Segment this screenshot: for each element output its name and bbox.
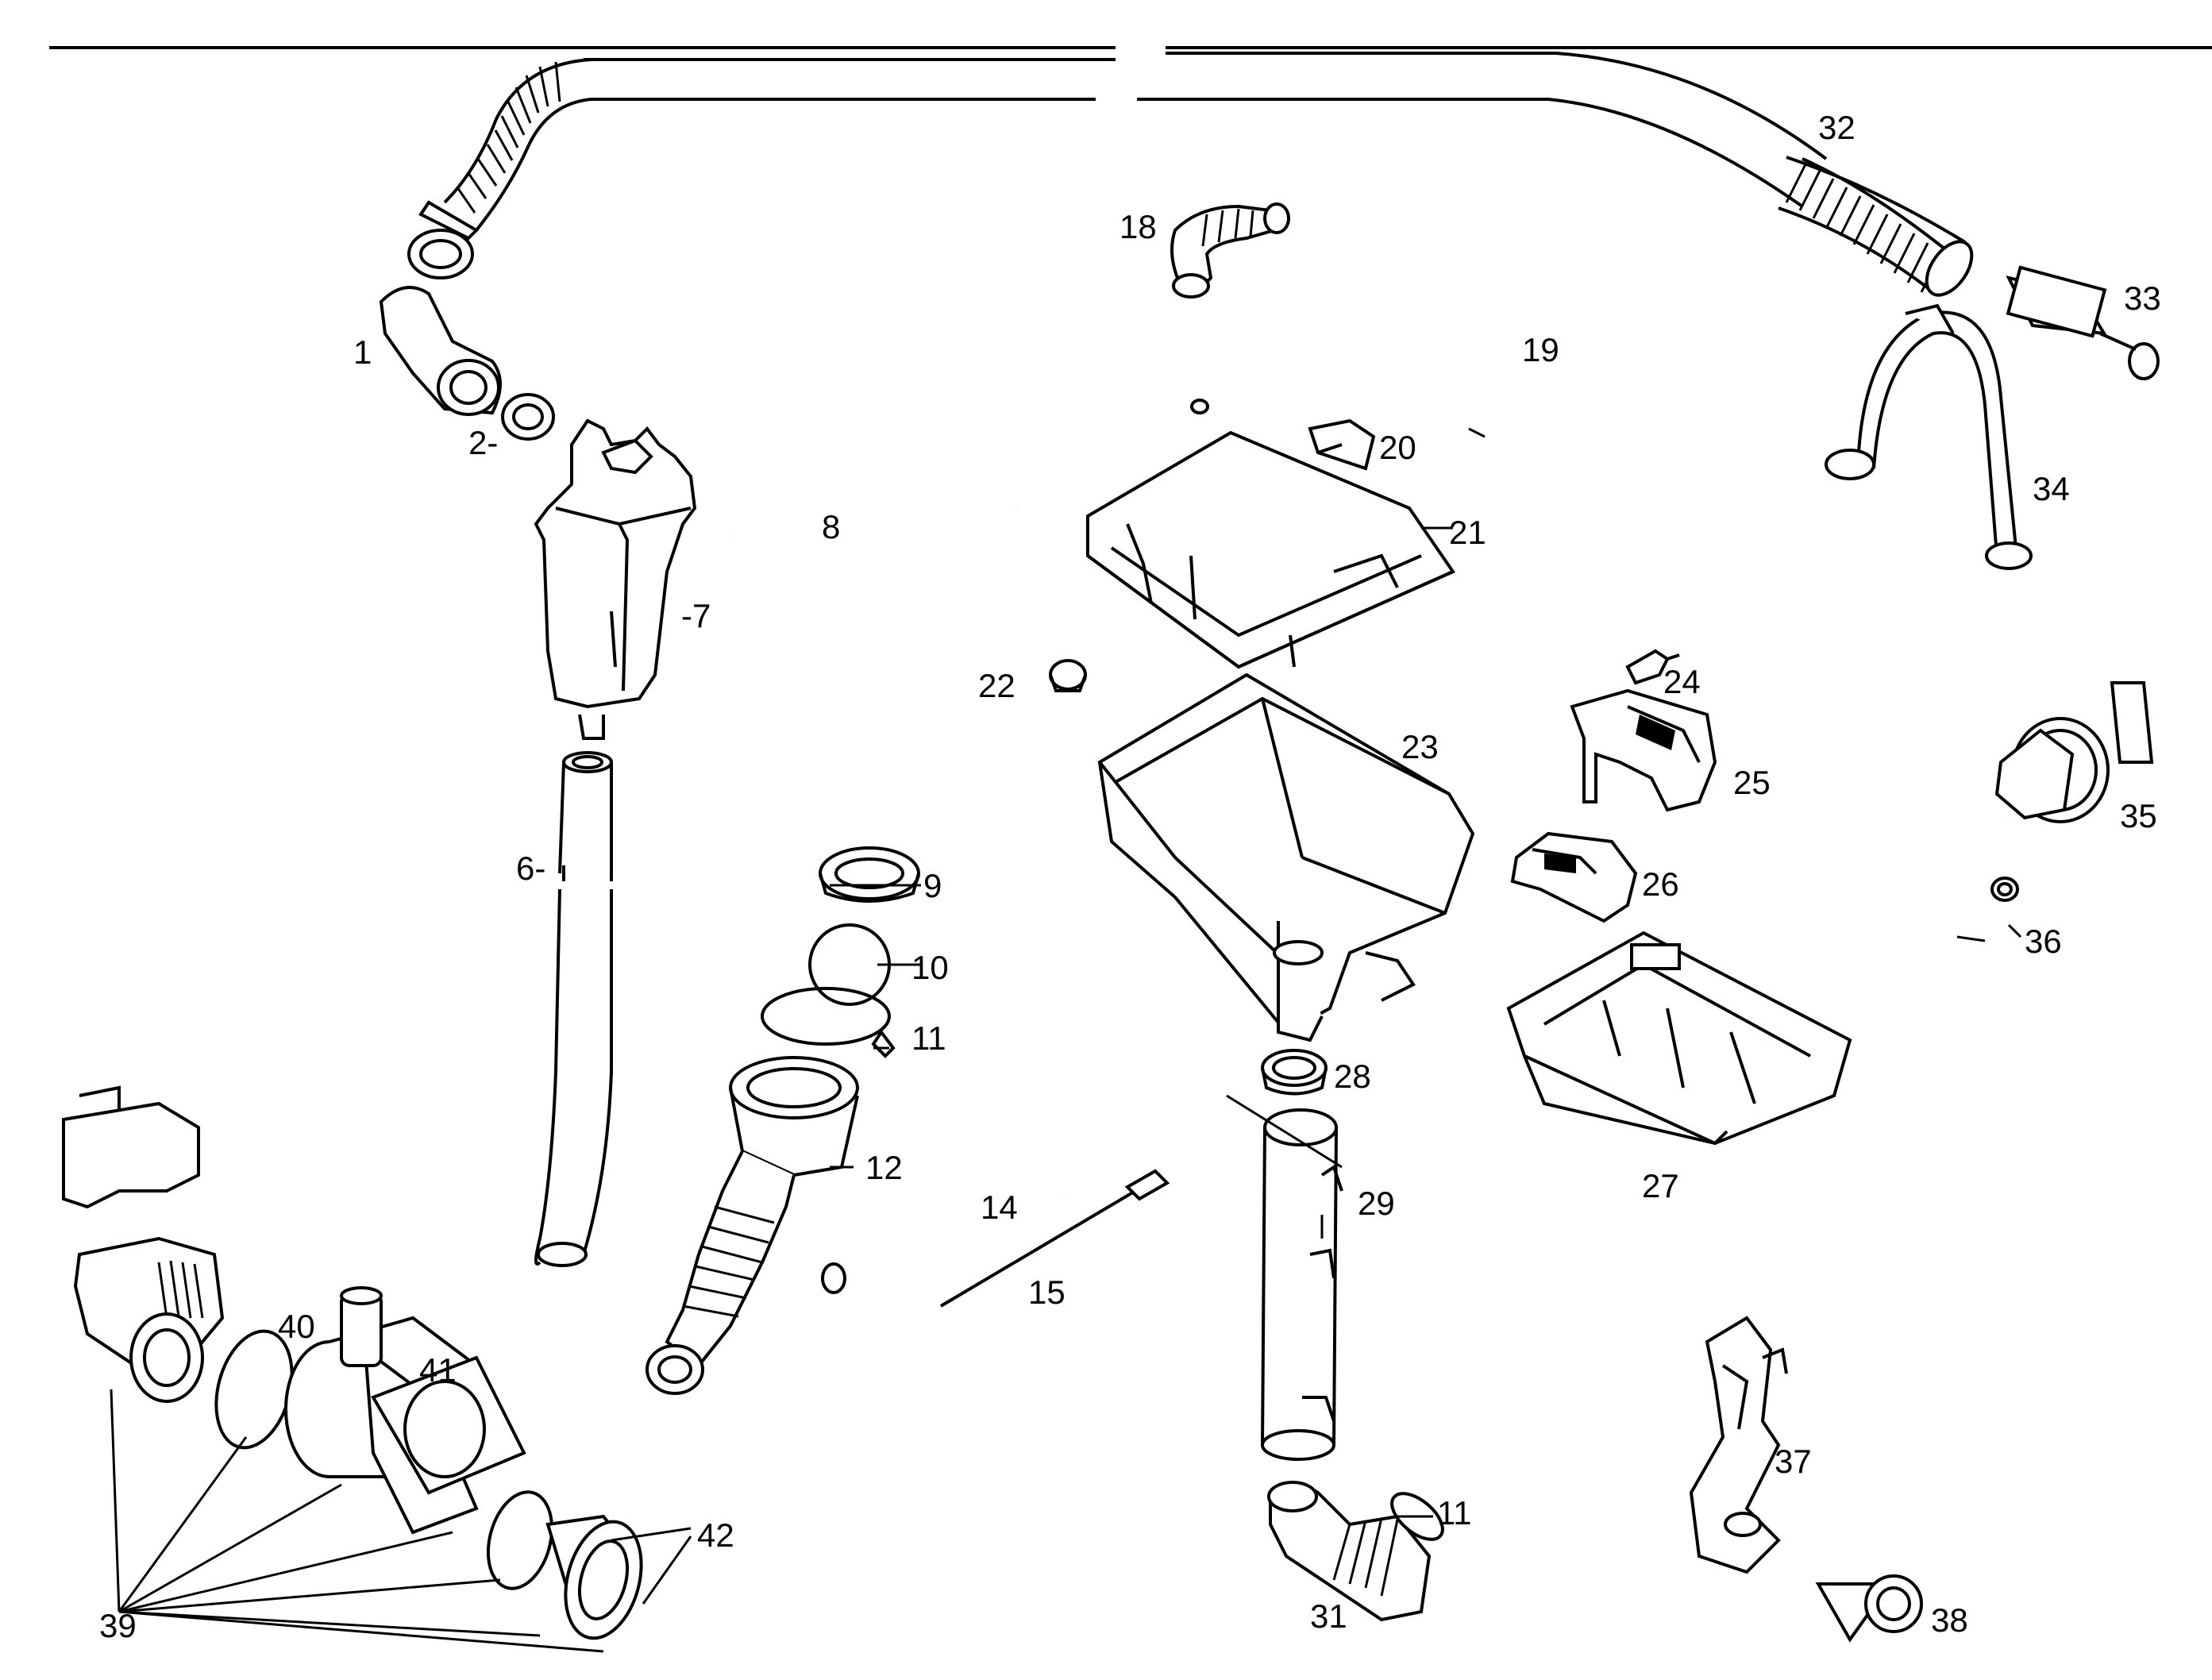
part-2-seal-ring	[501, 393, 555, 441]
part-23-dispenser-housing	[1097, 672, 1475, 1042]
label-35: 35	[2120, 797, 2157, 834]
part-labels: 1 2- 6- -7 8 9 10 11 11 12 14 15 18 19 2…	[99, 109, 2161, 1644]
label-37: 37	[1775, 1443, 1812, 1480]
part-29-pipe	[1261, 1108, 1343, 1461]
part-36-ring	[1990, 877, 2019, 902]
part-38-knob	[1815, 1574, 1923, 1643]
label-40: 40	[278, 1308, 315, 1345]
part-41-pump-housing	[284, 1286, 526, 1535]
label-24: 24	[1663, 663, 1701, 700]
part-27-drawer	[1506, 931, 1852, 1146]
label-38: 38	[1931, 1601, 1968, 1639]
label-27: 27	[1642, 1167, 1679, 1204]
part-28-ring	[1261, 1049, 1328, 1096]
part-15-wire	[939, 1169, 1170, 1308]
part-21-cover	[1086, 430, 1456, 669]
label-14: 14	[981, 1189, 1018, 1226]
label-22: 22	[978, 667, 1015, 704]
label-41: 41	[419, 1351, 457, 1389]
label-23: 23	[1401, 728, 1439, 765]
leader-lines	[110, 427, 2022, 1653]
part-33-plug	[2006, 265, 2160, 380]
label-32: 32	[1818, 109, 1856, 146]
label-26: 26	[1642, 865, 1679, 903]
part-14-hose	[821, 1189, 1068, 1294]
part-31-elbow-hose	[1267, 1481, 1444, 1622]
part-32-drain-hose	[407, 52, 1974, 297]
label-31: 31	[1310, 1597, 1347, 1635]
label-1: 1	[353, 333, 372, 371]
label-29: 29	[1358, 1185, 1395, 1222]
part-34-bracket	[1825, 303, 2033, 570]
label-8: 8	[822, 508, 840, 545]
part-11-clamp	[761, 987, 896, 1058]
part-6-hose	[534, 751, 613, 1267]
part-18-elbow	[1170, 202, 1290, 299]
label-15: 15	[1028, 1273, 1066, 1311]
part-7-container	[534, 418, 697, 740]
part-20-clip	[1308, 418, 1376, 471]
label-11b: 11	[1437, 1494, 1472, 1532]
label-11a: 11	[911, 1019, 946, 1057]
label-42: 42	[697, 1516, 734, 1554]
label-10: 10	[911, 949, 949, 986]
part-12-bellow	[645, 1056, 859, 1395]
label-7: -7	[681, 597, 711, 634]
label-34: 34	[2033, 470, 2070, 507]
label-9: 9	[923, 867, 942, 904]
part-39-pump	[62, 1085, 225, 1403]
label-6: 6-	[516, 850, 545, 887]
label-18: 18	[1119, 208, 1157, 245]
label-21: 21	[1449, 514, 1486, 551]
part-35-pressure-switch	[1994, 681, 2154, 823]
part-8-hose	[734, 503, 1017, 547]
part-37-bracket	[1689, 1316, 1788, 1574]
part-42-filter	[486, 1490, 643, 1640]
label-28: 28	[1334, 1058, 1371, 1095]
label-19: 19	[1522, 331, 1559, 368]
label-12: 12	[865, 1149, 903, 1186]
part-25-valve	[1570, 688, 1717, 812]
label-33: 33	[2124, 279, 2161, 317]
label-25: 25	[1733, 764, 1771, 801]
label-39: 39	[99, 1607, 137, 1644]
label-2: 2-	[468, 424, 498, 461]
part-19-tube	[1190, 286, 1824, 650]
label-20: 20	[1379, 429, 1416, 466]
part-36-tube	[1784, 820, 2003, 1359]
part-24-nozzle	[1625, 649, 1680, 685]
part-1-elbow	[379, 286, 502, 416]
part-9-seal	[819, 846, 920, 903]
part-26-siphon	[1510, 831, 1638, 923]
part-22-cap	[1049, 659, 1087, 692]
label-36: 36	[2025, 923, 2062, 960]
